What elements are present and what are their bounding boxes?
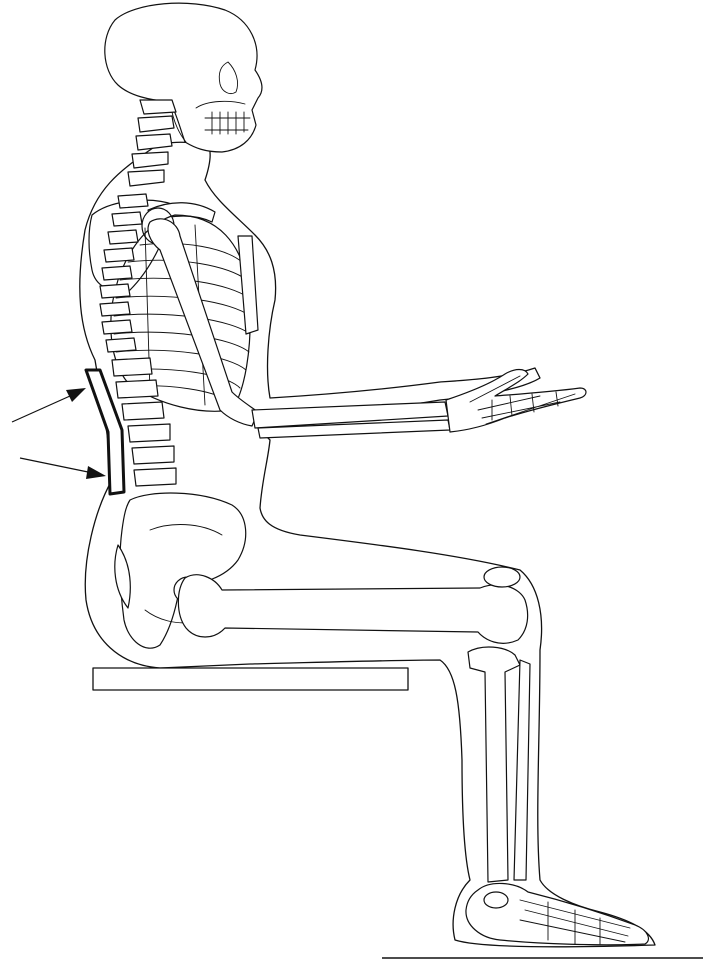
seat-board — [93, 668, 408, 690]
hand-bones — [446, 370, 586, 433]
pointer-arrow-lower — [20, 458, 106, 479]
skull — [105, 3, 262, 152]
foot-bones — [466, 883, 648, 944]
pointer-arrow-upper — [12, 388, 86, 422]
